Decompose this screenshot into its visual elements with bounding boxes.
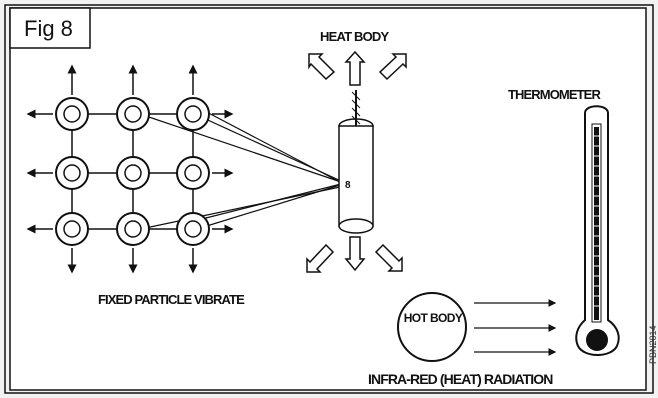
svg-text:8: 8 <box>345 180 351 191</box>
particle-icon <box>56 98 88 130</box>
figure-code: PBN2014 <box>649 325 658 364</box>
figure-label: Fig 8 <box>24 18 73 40</box>
radiation-caption: INFRA-RED (HEAT) RADIATION <box>368 372 553 386</box>
hot-body-icon <box>398 293 466 361</box>
particles <box>56 98 209 245</box>
fixed-particles-caption: FIXED PARTICLE VIBRATE <box>98 293 244 306</box>
particle-icon <box>117 157 149 189</box>
particle-icon <box>56 157 88 189</box>
heat-body-title: HEAT BODY <box>320 30 388 43</box>
particle-icon <box>177 157 209 189</box>
particle-icon <box>117 98 149 130</box>
thermometer-title: THERMOMETER <box>508 88 600 101</box>
particle-icon <box>177 213 209 245</box>
particle-icon <box>56 213 88 245</box>
hot-body-text: HOT BODY <box>402 311 464 326</box>
particle-icon <box>117 213 149 245</box>
particle-icon <box>177 98 209 130</box>
